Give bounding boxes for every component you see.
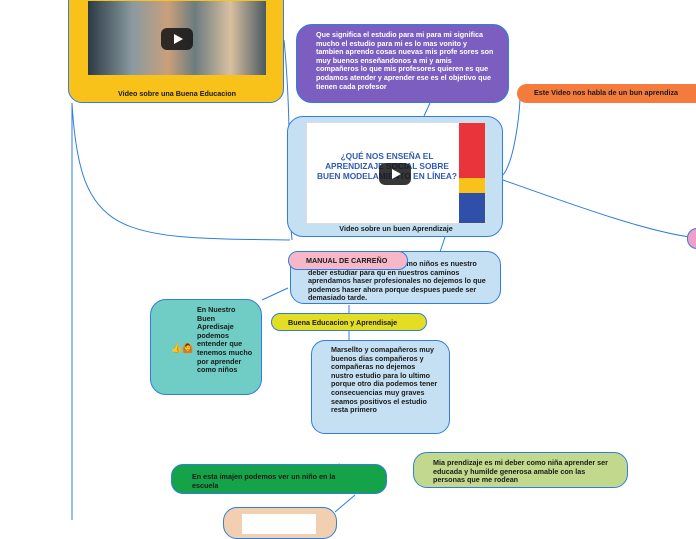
buena-educacion-pill[interactable]: Buena Educacion y Aprendisaje (271, 313, 427, 331)
este-video-text: Este Video nos habla de un bun aprendiza (534, 88, 679, 97)
marcelito-text: Marsellto y comapañeros muy buenos dias … (331, 345, 438, 415)
buena-educacion-label: Buena Educacion y Aprendisaje (288, 318, 398, 327)
significa-text: Que significa el estudio para mi para mi… (316, 30, 494, 91)
significa-node[interactable]: Que significa el estudio para mi para mi… (296, 24, 509, 103)
image-thumbnail (242, 514, 316, 534)
mia-prendizaje-node[interactable]: Mia prendizaje es mi deber como niña apr… (413, 452, 628, 488)
emoji-icons: 👍🙆 (171, 343, 194, 353)
video-node-aprendizaje[interactable]: ¿QUÉ NOS ENSEÑA EL APRENDIZAJE SOCIAL SO… (287, 116, 503, 237)
imagen-text: En esta imajen podemos ver un niño en la… (192, 472, 336, 490)
play-button-icon[interactable] (379, 163, 411, 185)
video-thumbnail[interactable] (88, 1, 266, 75)
video-thumbnail-aprendizaje[interactable]: ¿QUÉ NOS ENSEÑA EL APRENDIZAJE SOCIAL SO… (306, 122, 486, 224)
video-caption: Video sobre una Buena Educacion (117, 89, 237, 98)
manual-label: MANUAL DE CARREÑO (306, 256, 388, 265)
manual-label-pill[interactable]: MANUAL DE CARREÑO (288, 251, 408, 270)
mia-prendizaje-text: Mia prendizaje es mi deber como niña apr… (433, 458, 608, 485)
play-button-icon[interactable] (161, 28, 193, 50)
connector-lines (71, 39, 691, 520)
marcelito-node[interactable]: Marsellto y comapañeros muy buenos dias … (311, 340, 450, 434)
en-nuestro-node[interactable]: 👍🙆 En Nuestro Buen Apredisaje podemos en… (150, 299, 262, 395)
imagen-node[interactable]: En esta imajen podemos ver un niño en la… (171, 464, 387, 494)
slide-sidebar (459, 123, 485, 223)
image-node-partial[interactable] (223, 507, 337, 539)
video-caption-aprendizaje: Video sobre un buen Aprendizaje (339, 224, 453, 233)
este-video-node[interactable]: Este Video nos habla de un bun aprendiza (517, 84, 696, 103)
en-nuestro-text: En Nuestro Buen Apredisaje podemos enten… (197, 305, 253, 375)
video-node-buena-educacion[interactable]: Video sobre una Buena Educacion (68, 0, 284, 103)
